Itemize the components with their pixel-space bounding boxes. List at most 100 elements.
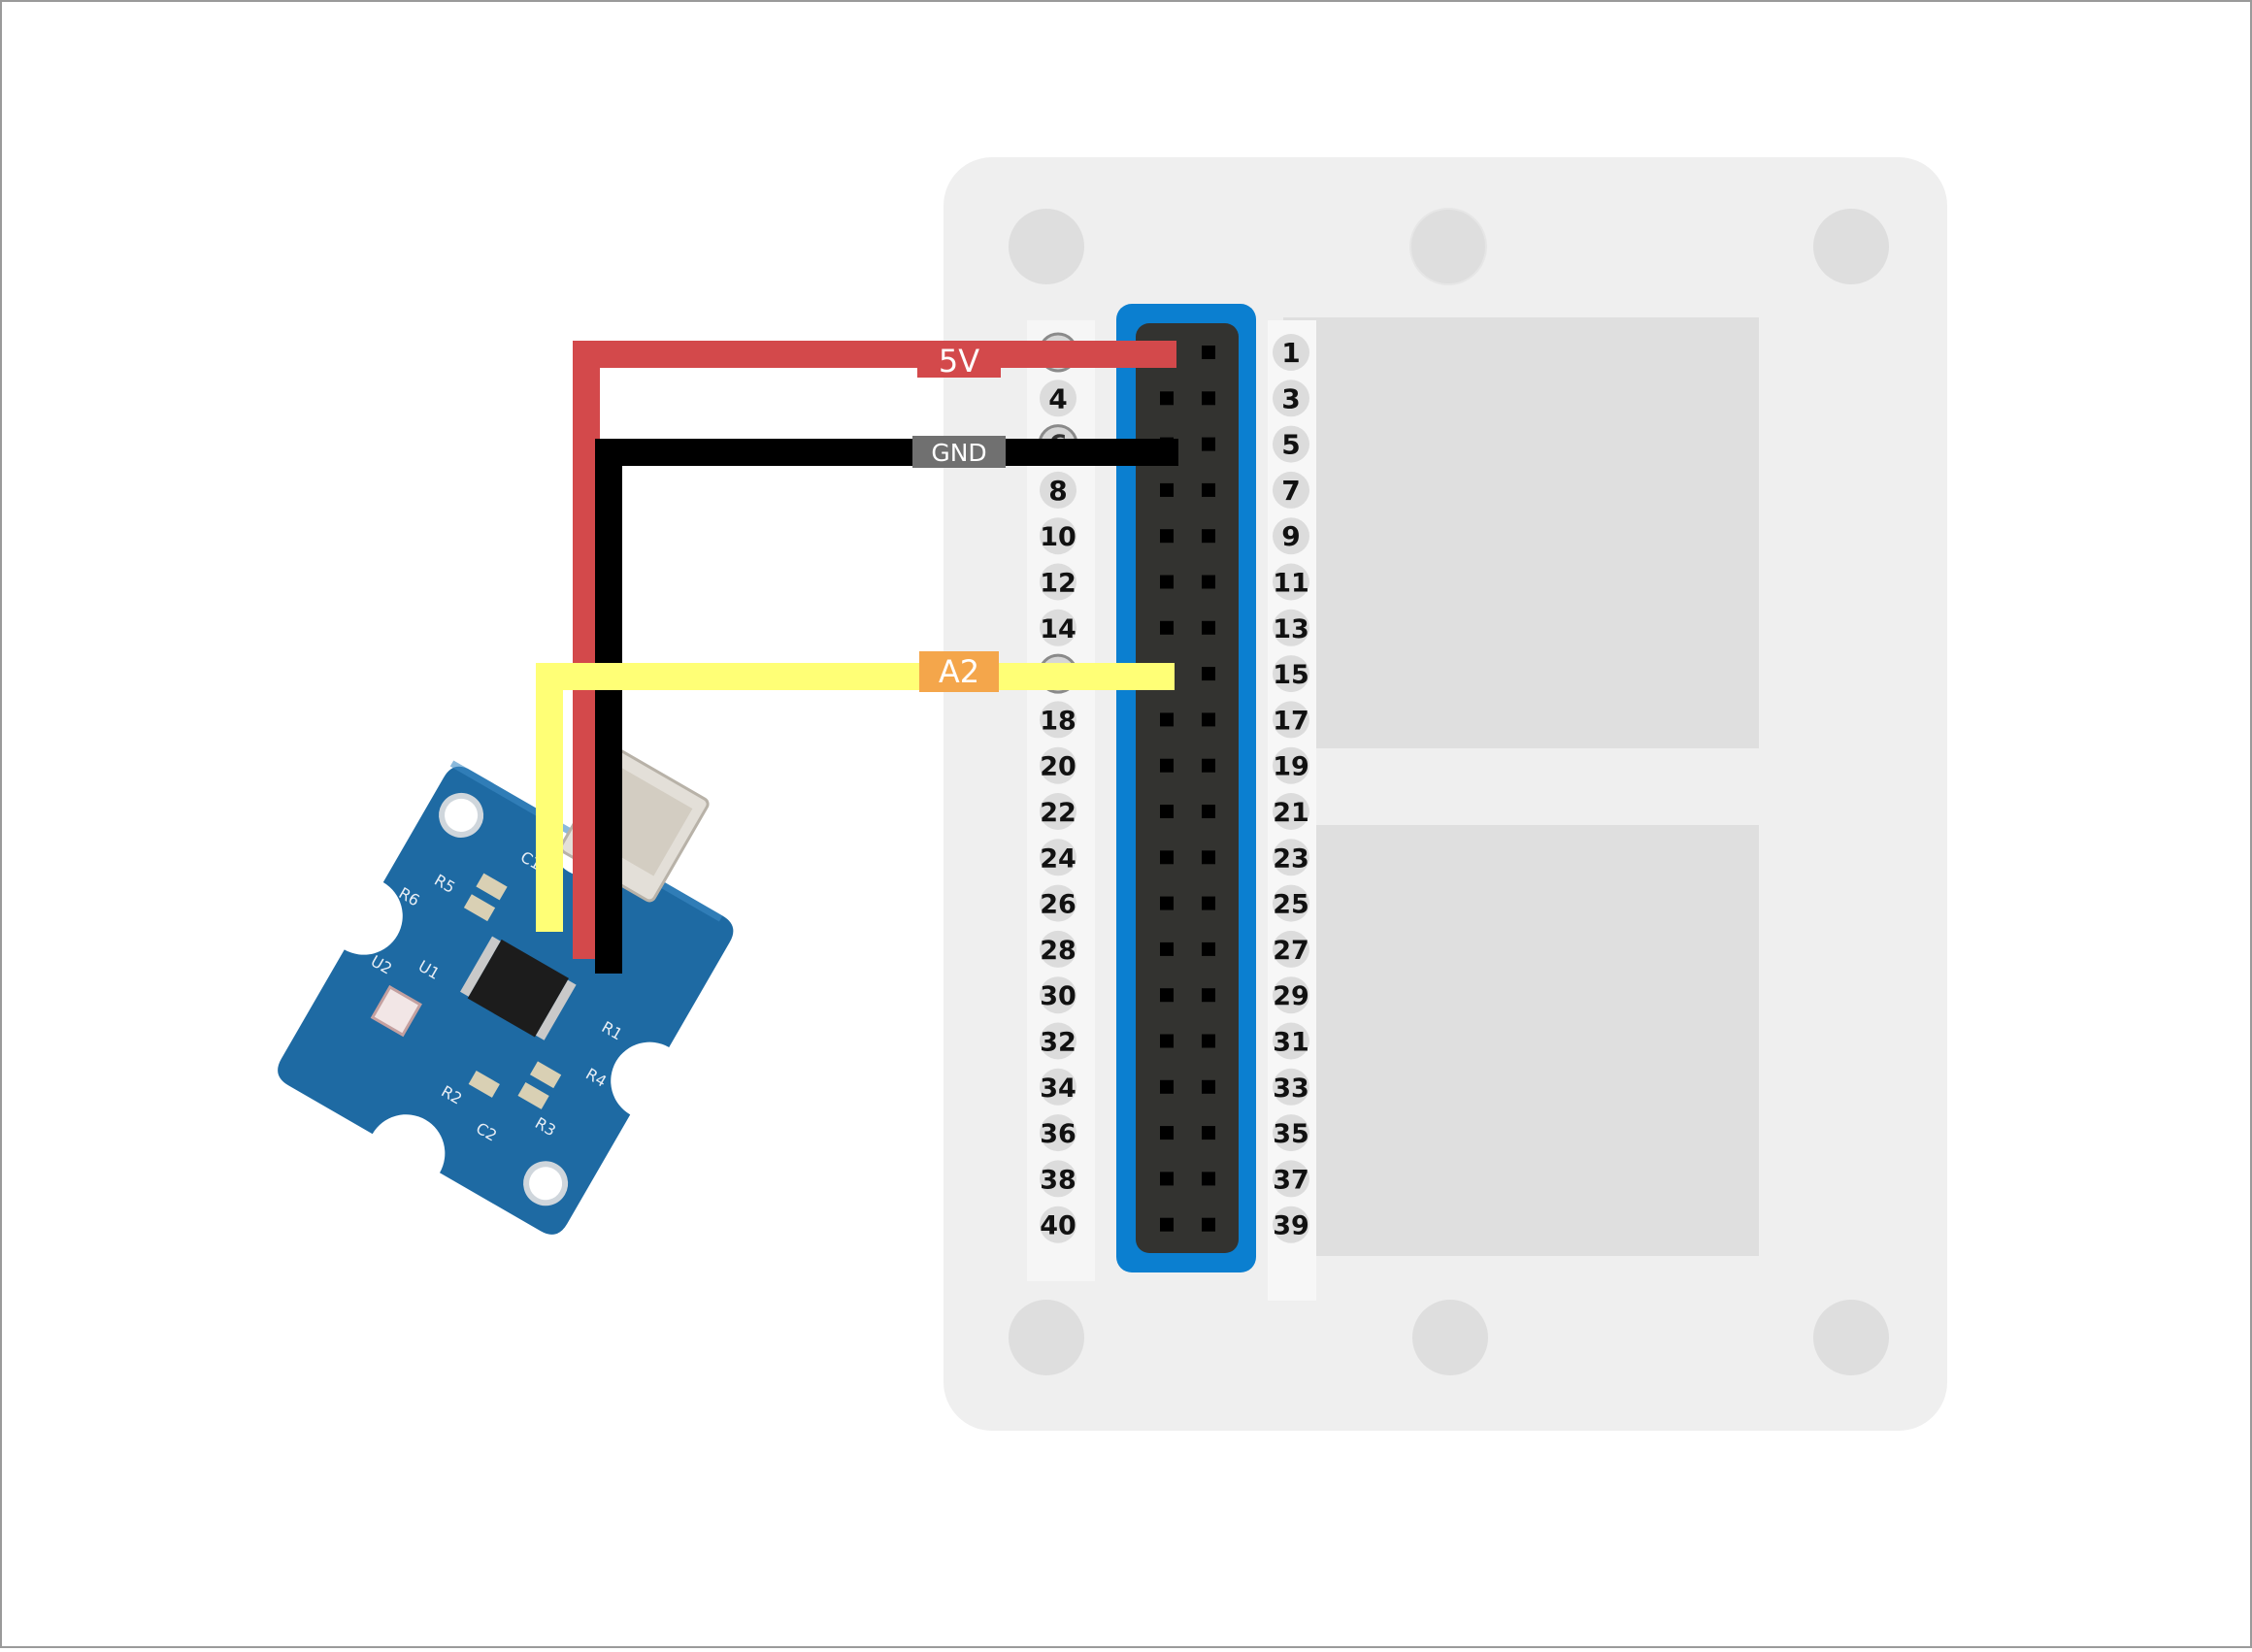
mounting-hole-top-left (1009, 209, 1084, 284)
pin-label-circle (1040, 563, 1076, 601)
header-pin (1160, 988, 1174, 1003)
pin-label-circle (1040, 701, 1076, 739)
smd-component-1 (476, 873, 508, 901)
pin-number: 12 (1040, 569, 1076, 599)
pin-label: 23 (1273, 839, 1309, 876)
pin-label-circle (1273, 1022, 1309, 1060)
mounting-hole-bottom-left (1009, 1300, 1084, 1375)
pin-label: 18 (1040, 701, 1076, 739)
pin-number: 8 (1048, 475, 1067, 507)
header-pin (1202, 529, 1215, 544)
pcb-mount-hole-1 (439, 792, 484, 838)
pin-number: 10 (1040, 522, 1076, 552)
pin-label: 15 (1273, 655, 1309, 693)
label-a2-text: A2 (939, 653, 979, 690)
pin-number: 25 (1273, 890, 1309, 920)
label-5v-bg (917, 341, 1001, 378)
pin-label-circle (1273, 380, 1309, 417)
pin-number: 28 (1040, 936, 1076, 966)
pin-label-circle (1040, 1068, 1076, 1106)
pin-label: 33 (1273, 1068, 1309, 1106)
label-gnd: GND (912, 436, 1006, 468)
header-pin (1202, 575, 1215, 589)
pin-label-circle (1040, 1160, 1076, 1198)
pin-label: 8 (1040, 471, 1076, 509)
header-pin (1160, 758, 1174, 773)
pin-number: 1 (1281, 337, 1300, 369)
header-pin (1202, 850, 1215, 865)
pin-label-circle (1040, 1022, 1076, 1060)
pin-label: 38 (1040, 1160, 1076, 1198)
smd-component-5 (468, 1070, 500, 1098)
pin-label-circle (1273, 839, 1309, 876)
header-pin (1160, 805, 1174, 818)
header-pin (1202, 942, 1215, 956)
pin-label: 24 (1040, 839, 1076, 876)
light-sensor-component (370, 984, 422, 1038)
pin-number: 23 (1273, 843, 1309, 874)
pin-number: 30 (1040, 981, 1076, 1011)
mounting-hole-bottom-right (1813, 1300, 1889, 1375)
pin-number: 26 (1040, 890, 1076, 920)
pin-label-circle (1273, 609, 1309, 646)
pin-label-circle (1273, 976, 1309, 1014)
header-pin (1202, 758, 1215, 773)
pin-label-circle (1040, 884, 1076, 922)
header-pin (1160, 712, 1174, 727)
smd-component-3 (529, 1061, 562, 1089)
mounting-hole-top-center (1409, 208, 1487, 285)
pin-label-circle (1273, 746, 1309, 784)
pin-label: 32 (1040, 1022, 1076, 1060)
pin-label: 10 (1040, 517, 1076, 555)
pin-number: 32 (1040, 1028, 1076, 1058)
pin-label: 27 (1273, 930, 1309, 968)
header-pin (1160, 529, 1174, 544)
smd-component-4 (517, 1081, 549, 1109)
wire-labels: 5V GND A2 (912, 341, 1006, 692)
pin-label: 7 (1273, 471, 1309, 509)
pin-label-circle (1273, 334, 1309, 371)
pin-number: 18 (1040, 706, 1076, 736)
label-gnd-text: GND (931, 439, 986, 467)
ic-pin-row-2 (535, 979, 577, 1041)
pin-label: 37 (1273, 1160, 1309, 1198)
gpio-header-body (1136, 323, 1239, 1253)
label-a2-bg (919, 651, 999, 692)
pin-number: 14 (1040, 614, 1076, 644)
header-pin (1160, 1172, 1174, 1186)
pin-number: 13 (1273, 614, 1309, 644)
header-pin (1160, 391, 1174, 406)
pin-label: 1 (1273, 334, 1309, 371)
label-gnd-bg (912, 436, 1006, 468)
pin-number: 37 (1273, 1165, 1309, 1195)
header-pin (1202, 712, 1215, 727)
header-pin (1202, 1034, 1215, 1048)
label-5v-text: 5V (939, 343, 979, 380)
pin-label: 14 (1040, 609, 1076, 646)
mounting-hole-bottom-center (1412, 1300, 1488, 1375)
pin-label: 21 (1273, 793, 1309, 830)
pin-label-circle (1040, 976, 1076, 1014)
header-pin (1160, 850, 1174, 865)
pin-number: 27 (1273, 936, 1309, 966)
pin-number: 3 (1281, 382, 1300, 414)
pin-label-circle (1040, 1114, 1076, 1152)
pin-label-circle (1273, 701, 1309, 739)
header-pin (1202, 1126, 1215, 1140)
pin-label: 25 (1273, 884, 1309, 922)
ic-pin-row-1 (460, 936, 501, 997)
pin-number: 33 (1273, 1074, 1309, 1104)
pin-label-circle (1273, 1160, 1309, 1198)
board-area-lower (1283, 825, 1759, 1256)
pin-label-circle (1273, 655, 1309, 693)
pin-number: 20 (1040, 752, 1076, 782)
header-pin (1202, 391, 1215, 406)
header-pin (1202, 620, 1215, 635)
header-pin (1160, 620, 1174, 635)
header-pin (1202, 667, 1215, 681)
pin-number: 4 (1048, 382, 1067, 414)
pin-label: 35 (1273, 1114, 1309, 1152)
pin-label: 22 (1040, 793, 1076, 830)
